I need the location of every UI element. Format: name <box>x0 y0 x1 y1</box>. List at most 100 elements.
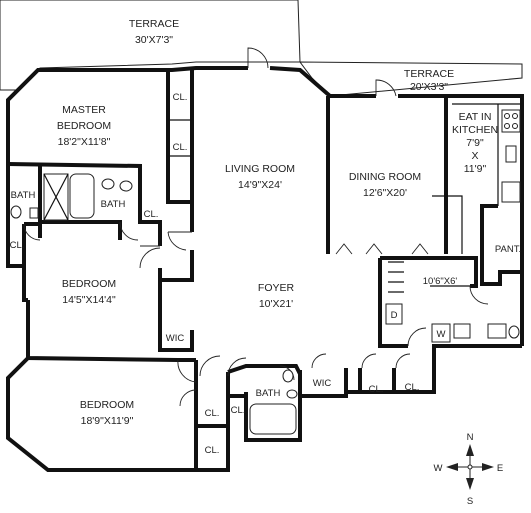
toilet-bath-west <box>10 205 22 219</box>
pantry-label: PANT. <box>495 244 521 255</box>
living-room-size: 14'9"X24' <box>238 179 282 191</box>
door-wic-foyer <box>311 353 327 369</box>
master-bedroom-name-1: MASTER <box>62 104 106 116</box>
burner-1 <box>504 113 510 119</box>
door-terrace-dining <box>375 79 397 97</box>
bedroom2-size: 14'5"X14'4" <box>62 294 116 306</box>
wall-bedroom2-east-lower <box>158 268 194 352</box>
door-pantry <box>469 285 489 305</box>
sink-master-1 <box>101 178 115 190</box>
wic-label-bedroom2: WIC <box>166 333 185 344</box>
wall-bedroom2-south <box>26 300 196 362</box>
exterior-wall-east-top <box>398 94 524 346</box>
sink-master-2 <box>119 180 133 192</box>
door-hall-bath <box>227 357 247 377</box>
burner-4 <box>512 123 518 129</box>
stove <box>501 109 521 133</box>
closet-label-foyer-2: CL. <box>405 382 420 393</box>
kitchen-size-3: 11'9" <box>464 163 487 175</box>
dining-room-name: DINING ROOM <box>349 171 421 183</box>
door-master-bath <box>119 221 139 241</box>
compass-east-arrow-icon <box>482 463 494 471</box>
toilet-pantry <box>508 325 520 339</box>
bedroom3-name: BEDROOM <box>80 399 134 411</box>
exterior-wall-north-west <box>6 66 248 164</box>
kitchen-island <box>432 195 463 254</box>
terrace-small-outline <box>298 61 523 97</box>
wall-closets-master <box>166 70 192 204</box>
compass-e: E <box>497 463 503 474</box>
toilet-hall <box>282 369 294 383</box>
wall-laundry-left <box>378 258 408 348</box>
dining-room-size: 12'6"X20' <box>363 187 407 199</box>
wall-bath-master <box>38 166 122 240</box>
kitchen-size-1: 7'9" <box>466 137 484 149</box>
closet-label-bath: CL. <box>144 209 159 220</box>
bathtub-master <box>69 173 95 219</box>
master-bedroom-name-2: BEDROOM <box>57 120 111 132</box>
door-hall <box>199 355 221 377</box>
wall-laundry <box>380 256 478 288</box>
door-master <box>167 231 192 251</box>
closet-label-foyer-1: CL. <box>369 384 384 395</box>
door-hall-closet <box>179 389 197 407</box>
door-bath-west <box>23 223 41 241</box>
dryer-box <box>385 303 403 325</box>
exterior-wall-bedroom3 <box>6 356 198 472</box>
washer-box <box>431 323 451 343</box>
door-laundry <box>407 327 427 347</box>
terrace-main-size: 30'X7'3" <box>135 34 173 46</box>
compass-south-arrow-icon <box>466 478 474 490</box>
terrace-main-name: TERRACE <box>129 18 179 30</box>
compass: N S E W <box>434 432 504 507</box>
terrace-main-outline <box>0 0 301 91</box>
kitchen-name-1: EAT IN <box>459 111 492 123</box>
wall-kitchen-counter <box>480 204 498 254</box>
wall-bedroom2-top <box>24 222 42 238</box>
door-bedroom3 <box>177 359 197 383</box>
foyer-size: 10'X21' <box>259 298 293 310</box>
exterior-wall-west-bedroom <box>22 266 28 302</box>
terrace-small-name: TERRACE <box>404 68 454 80</box>
compass-west-arrow-icon <box>446 463 458 471</box>
wall-living-west-lower <box>160 250 194 282</box>
sink-bath-west <box>29 207 39 219</box>
bathtub-hall <box>249 403 297 435</box>
compass-north-arrow-icon <box>466 444 474 456</box>
closet-label-master-1: CL. <box>173 92 188 103</box>
foyer-name: FOYER <box>258 282 295 294</box>
exterior-wall-north-east <box>269 66 376 98</box>
burner-3 <box>504 123 510 129</box>
bath-label-master: BATH <box>101 199 126 210</box>
bedroom3-size: 18'9"X11'9" <box>81 415 134 427</box>
living-room-name: LIVING ROOM <box>225 163 295 175</box>
kitchen-sink <box>505 145 517 163</box>
wic-label-foyer: WIC <box>313 378 332 389</box>
stair-lines <box>388 261 404 293</box>
sink-pantry <box>487 323 507 339</box>
washer-label: W <box>437 329 446 340</box>
door-terrace-living <box>247 47 269 69</box>
exterior-wall-east-bottom <box>432 344 522 378</box>
compass-n: N <box>467 432 474 443</box>
wall-pantry <box>480 254 522 286</box>
exterior-wall-west-mid <box>6 164 26 268</box>
sink-hall <box>286 389 298 399</box>
bath-label-hall: BATH <box>256 388 281 399</box>
kitchen-size-2: X <box>471 150 478 162</box>
fridge <box>501 181 521 203</box>
dryer-label: D <box>391 310 398 321</box>
sink-laundry <box>453 323 471 339</box>
closet-label-hall-1: CL. <box>205 408 220 419</box>
terrace-small-size: 20'X3'3" <box>410 81 448 93</box>
closet-label-master-2: CL. <box>173 142 188 153</box>
compass-w: W <box>434 463 443 474</box>
door-bedroom2 <box>139 245 161 269</box>
bath-label-west: BATH <box>11 190 36 201</box>
kitchen-name-2: KITCHEN <box>452 124 498 136</box>
door-closet-1 <box>361 353 377 369</box>
exterior-wall-south <box>244 378 436 442</box>
wall-hall-closets <box>196 372 230 472</box>
master-bedroom-size: 18'2"X11'8" <box>58 136 111 148</box>
